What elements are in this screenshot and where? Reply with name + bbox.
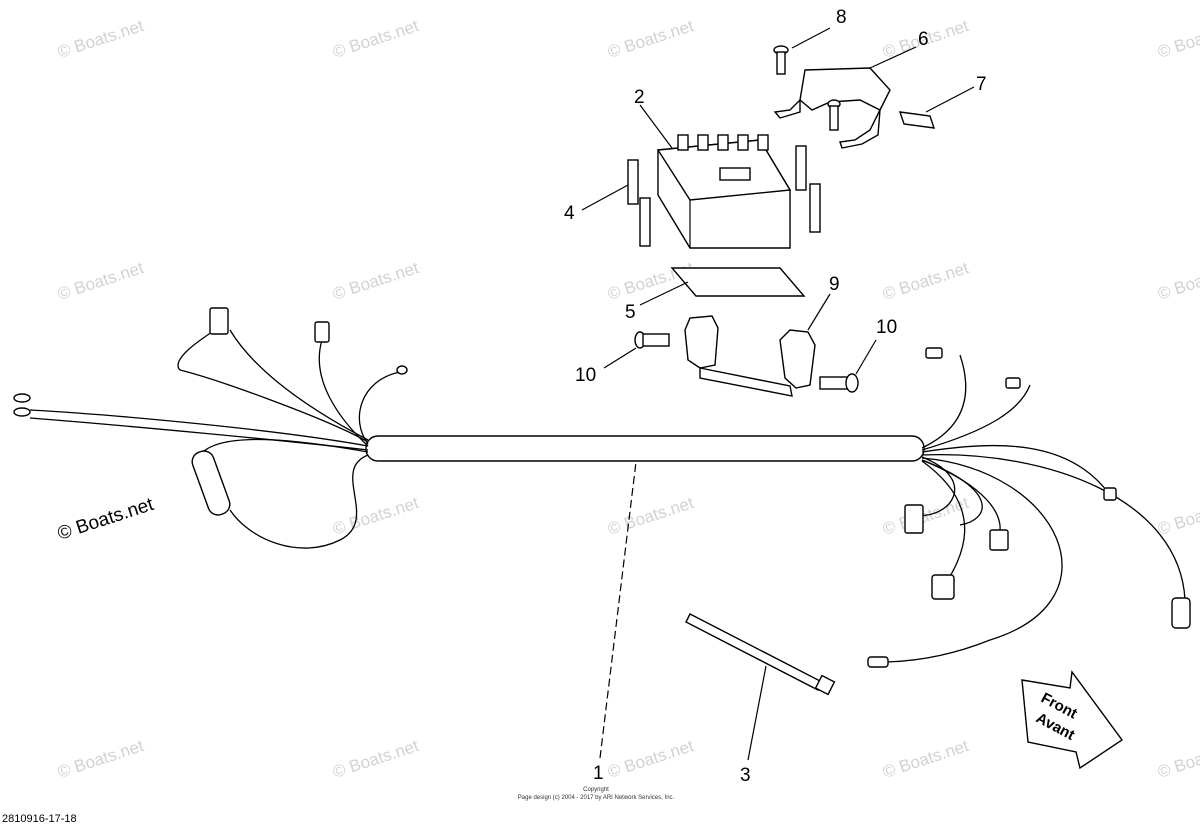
callout-6: 6 [918, 29, 929, 50]
harness-sleeve [365, 435, 925, 462]
front-direction-arrow: Front Avant [1021, 670, 1123, 770]
connector-plug [314, 321, 330, 343]
diagram-code: 2810916-17-18 [2, 813, 77, 825]
watermark: © Boats.net [55, 736, 146, 782]
connector-plug [1103, 487, 1117, 501]
copyright-line-2: Page design (c) 2004 - 2017 by ARI Netwo… [518, 795, 675, 801]
watermark-dark: © Boats.net [55, 494, 157, 545]
callout-3: 3 [740, 765, 751, 786]
connector-plug [925, 347, 943, 359]
callout-1: 1 [593, 763, 604, 784]
battery-pads [627, 145, 821, 247]
callout-leaders [581, 27, 975, 761]
ring-terminal [13, 407, 31, 417]
callout-7: 7 [976, 74, 987, 95]
connector-plug [989, 529, 1009, 551]
watermark: © Boats.net [605, 736, 696, 782]
callout-5: 5 [625, 302, 636, 323]
watermark: © Boats.net [55, 16, 146, 62]
bullet-terminal [867, 656, 889, 668]
watermark: © Boats.net [880, 258, 971, 304]
watermark: © Boats.net [330, 736, 421, 782]
callout-8: 8 [836, 7, 847, 28]
ring-terminal [396, 365, 408, 375]
base-pad [670, 267, 806, 297]
screws [773, 45, 841, 131]
watermark: © Boats.net [330, 493, 421, 539]
callout-10b: 10 [876, 317, 897, 338]
connector-plug [904, 504, 924, 534]
watermark: © Boats.net [880, 736, 971, 782]
wiring-harness [13, 307, 1191, 668]
inline-fuse [191, 450, 231, 516]
callout-9: 9 [829, 274, 840, 295]
connector-plug [1171, 597, 1191, 629]
hold-down-bracket [773, 67, 891, 149]
watermark: © Boats.net [1155, 493, 1200, 539]
watermark: © Boats.net [605, 493, 696, 539]
callout-10a: 10 [575, 365, 596, 386]
watermark: © Boats.net [330, 16, 421, 62]
watermark: © Boats.net [330, 258, 421, 304]
callout-2: 2 [634, 87, 645, 108]
watermark: © Boats.net [605, 16, 696, 62]
rubber-pad [898, 111, 936, 129]
ring-terminal [13, 393, 31, 403]
battery [656, 134, 792, 249]
connector-plug [209, 307, 229, 335]
callout-4: 4 [564, 203, 575, 224]
watermark: © Boats.net [1155, 736, 1200, 782]
support-bracket [684, 315, 816, 397]
tie-wrap [685, 613, 836, 696]
connector-plug [1005, 377, 1021, 389]
watermark-grid: © Boats.net © Boats.net © Boats.net © Bo… [55, 16, 1200, 782]
watermark: © Boats.net [1155, 258, 1200, 304]
watermark: © Boats.net [1155, 16, 1200, 62]
callouts: 1 2 3 4 5 6 7 8 9 10 10 [564, 7, 987, 786]
bolt-and-nut [634, 331, 859, 393]
copyright-line-1: Copyright [583, 787, 609, 793]
watermark: © Boats.net [55, 258, 146, 304]
connector-plug [931, 574, 955, 600]
